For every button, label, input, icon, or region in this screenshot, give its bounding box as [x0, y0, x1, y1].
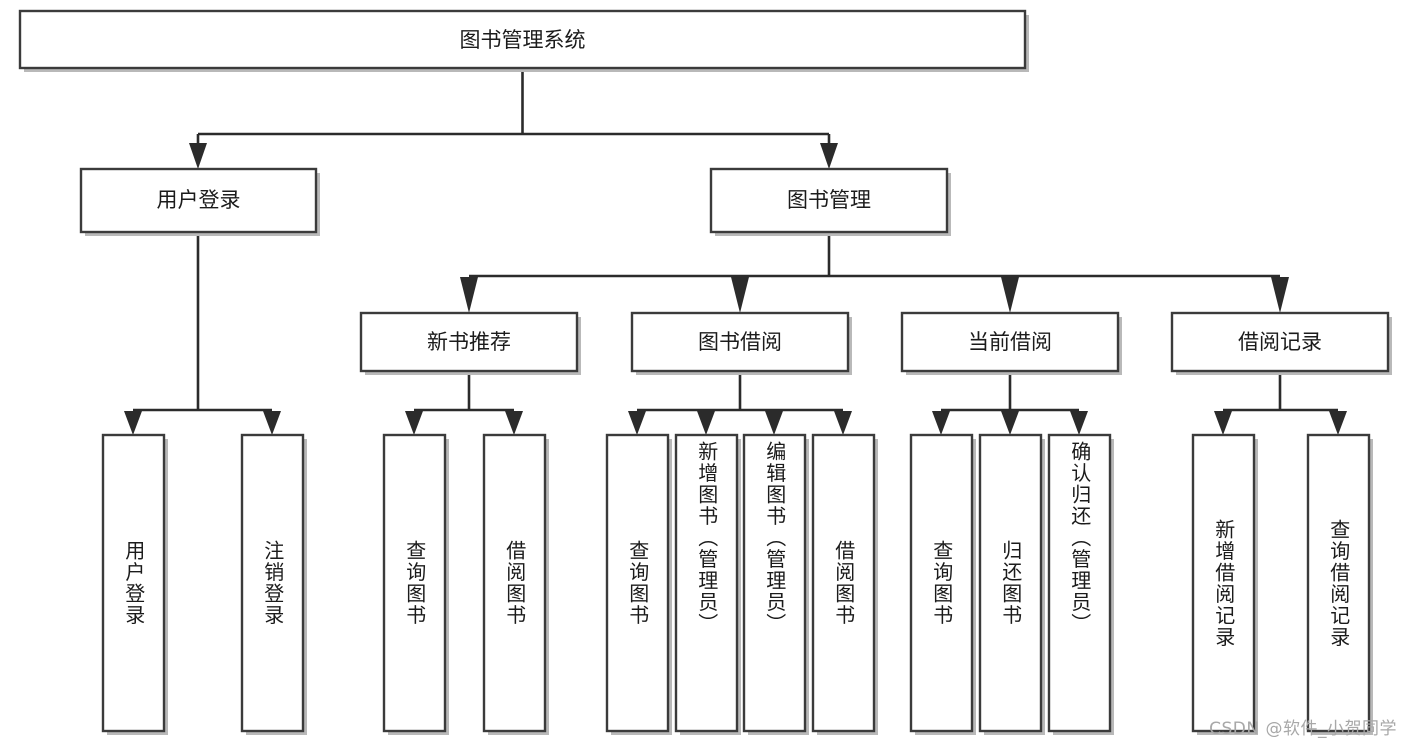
leaf-node-book-borrow-3[interactable] [742, 433, 809, 735]
arrowhead-to-book-manage [820, 143, 838, 169]
arrowhead-userlogin-leaf-2 [263, 411, 281, 435]
leaf-node-current-borrow-2[interactable] [978, 433, 1045, 735]
arrowhead-to-borrow-record [1271, 277, 1289, 313]
node-book-manage[interactable]: 图书管理 [709, 167, 951, 236]
arrowhead-currentborrow-leaf-2 [1001, 411, 1019, 435]
arrowhead-to-new-book [460, 277, 478, 313]
leaf-node-book-borrow-2[interactable] [674, 433, 741, 735]
leaf-node-current-borrow-1[interactable] [909, 433, 976, 735]
node-user-login[interactable]: 用户登录 [79, 167, 320, 236]
leaf-node-current-borrow-3[interactable] [1047, 433, 1114, 735]
leaf-node-user-login-2[interactable] [240, 433, 307, 735]
leaf-node-new-book-1[interactable] [382, 433, 449, 735]
leaf-node-book-borrow-4[interactable] [811, 433, 878, 735]
node-root-label: 图书管理系统 [460, 28, 586, 52]
node-new-book-recommend[interactable]: 新书推荐 [359, 311, 581, 375]
node-book-borrow[interactable]: 图书借阅 [630, 311, 852, 375]
node-root[interactable]: 图书管理系统 [18, 9, 1029, 72]
watermark-text: CSDN @软件_小贺同学 [1209, 719, 1397, 739]
node-user-login-label: 用户登录 [157, 188, 241, 212]
node-book-borrow-label: 图书借阅 [698, 330, 782, 354]
arrowhead-bookborrow-leaf-4 [834, 411, 852, 435]
arrowhead-userlogin-leaf-1 [124, 411, 142, 435]
arrowhead-currentborrow-leaf-3 [1070, 411, 1088, 435]
arrowhead-borrowrecord-leaf-2 [1329, 411, 1347, 435]
leaf-node-book-borrow-1[interactable] [605, 433, 672, 735]
connector-group-new-book [405, 375, 523, 435]
arrowhead-to-user-login [189, 143, 207, 169]
connector-group-current-borrow [932, 375, 1088, 435]
node-book-manage-label: 图书管理 [787, 188, 871, 212]
node-borrow-record-label: 借阅记录 [1238, 330, 1322, 354]
arrowhead-bookborrow-leaf-2 [697, 411, 715, 435]
node-current-borrow[interactable]: 当前借阅 [900, 311, 1122, 375]
arrowhead-newbook-leaf-1 [405, 411, 423, 435]
leaf-node-borrow-record-1[interactable] [1191, 433, 1258, 735]
connector-group-borrow-record [1214, 375, 1347, 435]
arrowhead-currentborrow-leaf-1 [932, 411, 950, 435]
leaf-node-new-book-2[interactable] [482, 433, 549, 735]
leaf-node-user-login-1[interactable] [101, 433, 168, 735]
connector-group-user-login [124, 232, 281, 435]
arrowhead-borrowrecord-leaf-1 [1214, 411, 1232, 435]
leaf-node-borrow-record-2[interactable] [1306, 433, 1373, 735]
node-current-borrow-label: 当前借阅 [968, 330, 1052, 354]
node-borrow-record[interactable]: 借阅记录 [1170, 311, 1392, 375]
arrowhead-to-book-borrow [731, 277, 749, 313]
arrowhead-newbook-leaf-2 [505, 411, 523, 435]
connector-group-root [189, 68, 838, 169]
connector-group-book-borrow [628, 375, 852, 435]
node-new-book-recommend-label: 新书推荐 [427, 330, 511, 354]
connector-group-book-manage [460, 232, 1289, 313]
arrowhead-to-current-borrow [1001, 277, 1019, 313]
arrowhead-bookborrow-leaf-1 [628, 411, 646, 435]
arrowhead-bookborrow-leaf-3 [765, 411, 783, 435]
